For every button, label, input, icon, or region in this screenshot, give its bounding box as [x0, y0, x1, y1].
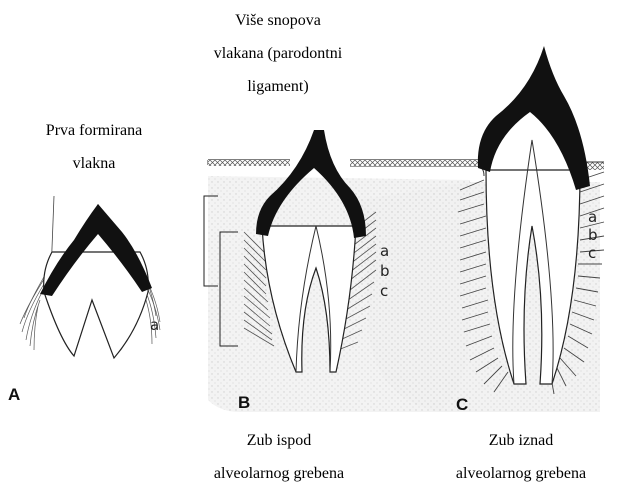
fiber-label-a: a [150, 316, 159, 334]
caption-line: Prva formirana [14, 114, 174, 147]
caption-line: ligament) [178, 70, 378, 103]
tooth-a [20, 196, 160, 358]
panel-letter-b: B [238, 393, 250, 412]
caption-multiple-fiber-bundles: Više snopova vlakana (parodontni ligamen… [178, 4, 378, 103]
panel-letter-c: C [456, 395, 468, 414]
caption-line: alveolarnog grebena [184, 457, 374, 490]
fiber-label-c-c: c [588, 244, 596, 262]
caption-tooth-above-crest: Zub iznad alveolarnog grebena [428, 424, 614, 490]
caption-line: vlakna [14, 147, 174, 180]
fiber-label-b-b: b [380, 262, 390, 280]
caption-line: Zub ispod [184, 424, 374, 457]
caption-line: alveolarnog grebena [428, 457, 614, 490]
caption-tooth-below-crest: Zub ispod alveolarnog grebena [184, 424, 374, 490]
fiber-label-b-a: a [380, 242, 389, 260]
caption-line: Više snopova [178, 4, 378, 37]
caption-line: vlakana (parodontni [178, 37, 378, 70]
fiber-label-c-a: a [588, 208, 597, 226]
fiber-label-c-b: b [588, 226, 598, 244]
fiber-label-b-c: c [380, 282, 388, 300]
panel-letter-a: A [8, 385, 20, 404]
caption-line: Zub iznad [428, 424, 614, 457]
caption-first-fibers: Prva formirana vlakna [14, 114, 174, 180]
